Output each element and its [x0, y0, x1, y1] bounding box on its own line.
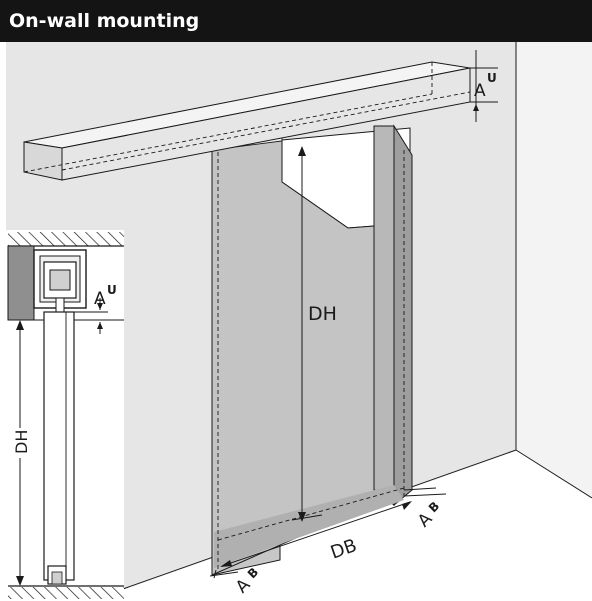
door-height-ext-bottom	[291, 514, 323, 521]
rail-height-dim-lines	[470, 50, 498, 122]
rail-height-label-a: A	[474, 81, 486, 101]
inset-wall-block	[7, 245, 35, 321]
door-height-label: DH	[308, 303, 337, 325]
floor-guide-inner	[51, 571, 63, 585]
door-width-dim-line	[221, 501, 411, 567]
section-rail-gap-dim	[74, 311, 108, 321]
ceiling-hatch	[8, 232, 124, 246]
right-gap-dim	[403, 487, 447, 497]
track-rail-hidden-edges	[23, 62, 471, 173]
door-height-arrow-bottom	[298, 512, 306, 522]
hanger-bolt	[55, 297, 65, 313]
on-wall-mounting-diagram: A U DH DB A B A B	[6, 42, 592, 601]
door-floor-shadow	[214, 485, 404, 568]
side-wall	[516, 42, 592, 498]
section-door-height-label: DH	[12, 430, 31, 454]
section-door-height-arrow-bottom	[16, 576, 24, 586]
section-door-height-arrow-top	[16, 320, 24, 330]
door-width-arrow-left	[220, 560, 232, 567]
door-frame-jamb	[373, 125, 395, 506]
door-width-arrow-right	[402, 501, 412, 510]
section-rail-gap-label-u: U	[107, 283, 117, 297]
section-door-height-label-bg	[10, 428, 30, 458]
door-hidden-edges	[217, 150, 405, 572]
door-frame-jamb-edge	[393, 124, 413, 507]
bottom-left-gap-dim	[209, 569, 239, 579]
door-height-arrow-top	[298, 146, 306, 156]
section-rail-gap-label-a: A	[94, 289, 106, 309]
floor-hatch	[8, 587, 124, 599]
roller-detail	[49, 269, 71, 291]
section-door-leaf	[43, 311, 75, 581]
door-height-label-bg	[304, 298, 342, 324]
page-title: On-wall mounting	[0, 0, 592, 42]
rail-height-label-u: U	[487, 71, 497, 85]
